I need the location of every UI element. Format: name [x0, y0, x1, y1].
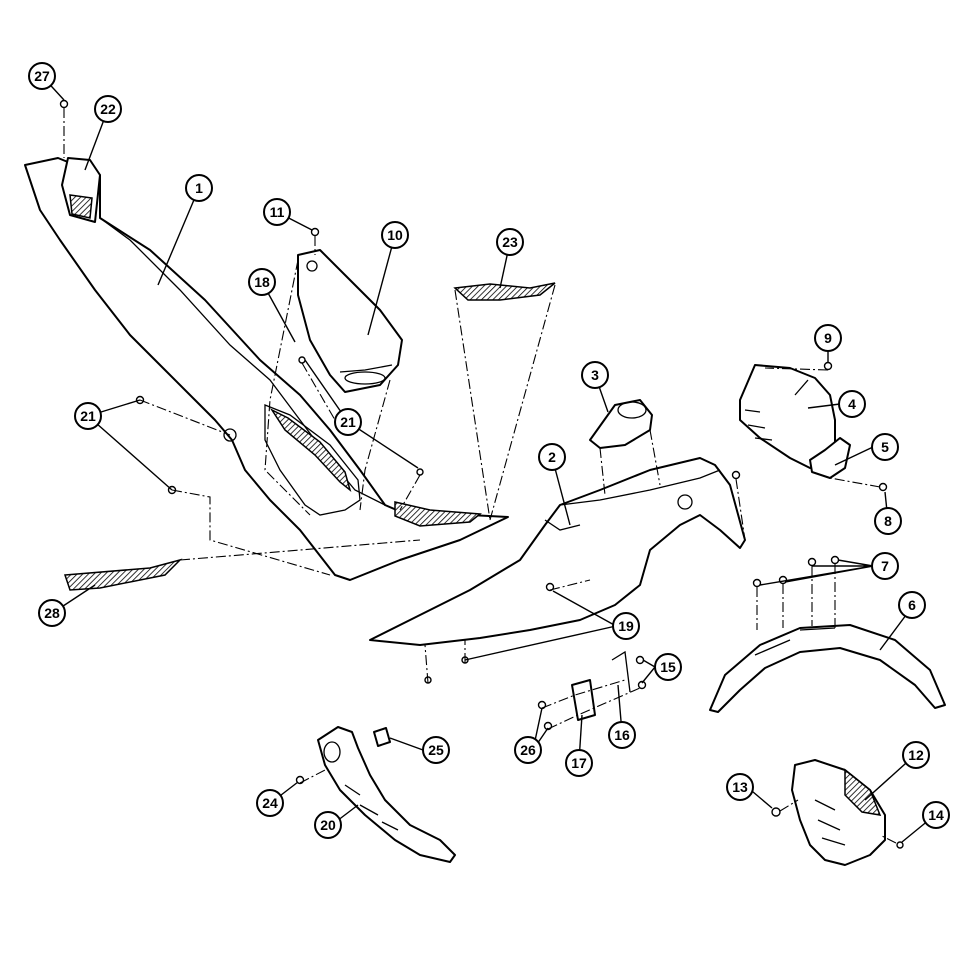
- callout-4-label: 4: [848, 396, 856, 412]
- callout-18-label: 18: [254, 274, 270, 290]
- callout-21-left-label: 21: [80, 408, 96, 424]
- callout-21-center: 21: [334, 408, 362, 436]
- callout-16-label: 16: [614, 727, 630, 743]
- callout-14: 14: [922, 801, 950, 829]
- callout-15-label: 15: [660, 659, 676, 675]
- callout-19-label: 19: [618, 618, 634, 634]
- part-16-plate: [611, 650, 631, 693]
- callout-3-label: 3: [591, 367, 599, 383]
- callout-24: 24: [256, 789, 284, 817]
- callout-23: 23: [496, 228, 524, 256]
- callout-2-label: 2: [548, 449, 556, 465]
- callout-6-label: 6: [908, 597, 916, 613]
- callout-16: 16: [608, 721, 636, 749]
- callout-5-label: 5: [881, 439, 889, 455]
- callout-24-label: 24: [262, 795, 278, 811]
- part-6-fender: [709, 624, 946, 713]
- callout-23-label: 23: [502, 234, 518, 250]
- callout-5: 5: [871, 433, 899, 461]
- callout-28-label: 28: [44, 605, 60, 621]
- callout-27-label: 27: [34, 68, 50, 84]
- callout-11-label: 11: [270, 204, 285, 220]
- callout-17: 17: [565, 749, 593, 777]
- callout-2: 2: [538, 443, 566, 471]
- callout-13: 13: [726, 773, 754, 801]
- callout-11: 11: [263, 198, 291, 226]
- part-12-disc-guard: [791, 759, 886, 866]
- callout-19: 19: [612, 612, 640, 640]
- callout-4: 4: [838, 390, 866, 418]
- callout-7: 7: [871, 552, 899, 580]
- callout-26-label: 26: [520, 742, 536, 758]
- part-25-clip: [373, 727, 391, 747]
- callout-8-label: 8: [884, 513, 892, 529]
- callout-17-label: 17: [571, 755, 587, 771]
- callout-20-label: 20: [320, 817, 336, 833]
- callout-1: 1: [185, 174, 213, 202]
- callout-13-label: 13: [732, 779, 748, 795]
- callout-9: 9: [814, 324, 842, 352]
- assembly-lines: [63, 108, 897, 844]
- callout-6: 6: [898, 591, 926, 619]
- part-1-frame-cover: [24, 157, 509, 581]
- callout-14-label: 14: [928, 807, 944, 823]
- part-23-strip: [453, 282, 556, 301]
- part-2-shroud: [369, 457, 746, 646]
- callout-8: 8: [874, 507, 902, 535]
- callout-22: 22: [94, 95, 122, 123]
- part-20-fork-guard: [317, 726, 456, 863]
- callout-10-label: 10: [387, 227, 403, 243]
- callout-21-center-label: 21: [340, 414, 356, 430]
- part-4-plate: [739, 364, 836, 469]
- fasteners: [59, 99, 904, 849]
- callout-20: 20: [314, 811, 342, 839]
- part-5-bracket: [809, 437, 851, 479]
- callout-15: 15: [654, 653, 682, 681]
- part-17-bracket: [571, 679, 596, 721]
- callout-26: 26: [514, 736, 542, 764]
- callout-7-label: 7: [881, 558, 889, 574]
- callout-12-label: 12: [908, 747, 924, 763]
- part-10-side-panel: [297, 249, 403, 393]
- callout-21-left: 21: [74, 402, 102, 430]
- callout-18: 18: [248, 268, 276, 296]
- callout-3: 3: [581, 361, 609, 389]
- part-3-filler-neck: [589, 399, 653, 449]
- part-22-trim: [61, 157, 101, 223]
- callout-25: 25: [422, 736, 450, 764]
- callout-27: 27: [28, 62, 56, 90]
- callout-28: 28: [38, 599, 66, 627]
- callouts: 27 22 1 11 10 18 23 21 21 3 2 9 4 5 8 7 …: [28, 62, 950, 839]
- callout-10: 10: [381, 221, 409, 249]
- part-28-strip: [63, 558, 183, 591]
- callout-9-label: 9: [824, 330, 832, 346]
- callout-22-label: 22: [100, 101, 116, 117]
- callout-1-label: 1: [195, 180, 203, 196]
- callout-12: 12: [902, 741, 930, 769]
- callout-25-label: 25: [428, 742, 444, 758]
